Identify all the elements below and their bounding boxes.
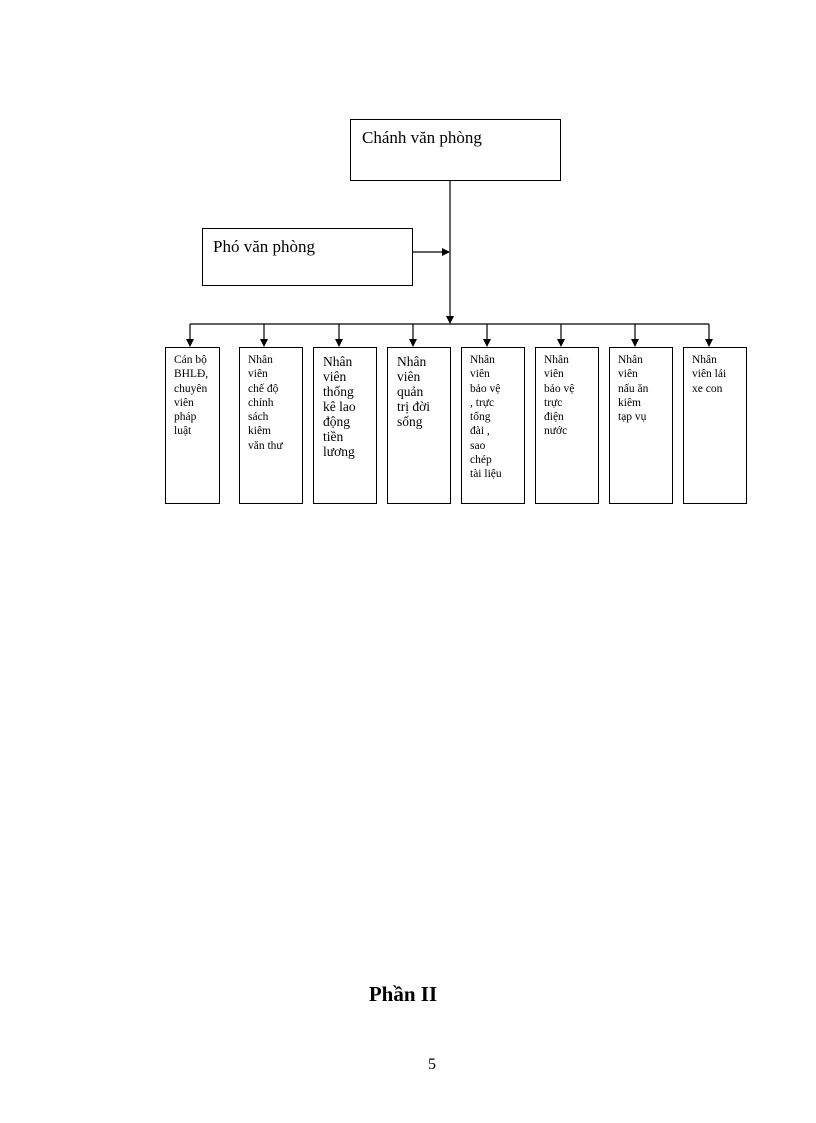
section-title-text: Phần II bbox=[368, 982, 438, 1006]
deputy-node-box: Phó văn phòng bbox=[202, 228, 413, 286]
unit-node-driver: Nhân viên lái xe con bbox=[683, 347, 747, 504]
unit-node-label: Nhân viên chế độ chính sách kiêm văn thư bbox=[248, 354, 283, 452]
section-title: Phần II bbox=[0, 982, 816, 1007]
page-number: 5 bbox=[0, 1056, 816, 1074]
unit-node-label: Cán bộ BHLĐ, chuyên viên pháp luật bbox=[174, 354, 209, 438]
unit-node-label: Nhân viên thống kê lao động tiền lương bbox=[323, 354, 356, 459]
unit-node-label: Nhân viên quản trị đời sống bbox=[397, 354, 431, 429]
unit-node-security-switchboard: Nhân viên bảo vệ , trực tổng đài , sao c… bbox=[461, 347, 525, 504]
unit-node-policy: Nhân viên chế độ chính sách kiêm văn thư bbox=[239, 347, 303, 504]
unit-node-security-utilities: Nhân viên bảo vệ trực điện nước bbox=[535, 347, 599, 504]
page-number-text: 5 bbox=[428, 1056, 436, 1073]
unit-node-cook: Nhân viên nấu ăn kiêm tạp vụ bbox=[609, 347, 673, 504]
unit-node-label: Nhân viên bảo vệ trực điện nước bbox=[544, 354, 575, 438]
unit-node-label: Nhân viên bảo vệ , trực tổng đài , sao c… bbox=[470, 354, 502, 481]
unit-node-label: Nhân viên nấu ăn kiêm tạp vụ bbox=[618, 354, 649, 424]
deputy-node-label: Phó văn phòng bbox=[213, 237, 315, 256]
unit-node-life-management: Nhân viên quản trị đời sống bbox=[387, 347, 451, 504]
unit-node-statistics: Nhân viên thống kê lao động tiền lương bbox=[313, 347, 377, 504]
unit-node-legal: Cán bộ BHLĐ, chuyên viên pháp luật bbox=[165, 347, 220, 504]
head-node-box: Chánh văn phòng bbox=[350, 119, 561, 181]
head-node-label: Chánh văn phòng bbox=[362, 128, 482, 147]
unit-node-label: Nhân viên lái xe con bbox=[692, 354, 727, 395]
